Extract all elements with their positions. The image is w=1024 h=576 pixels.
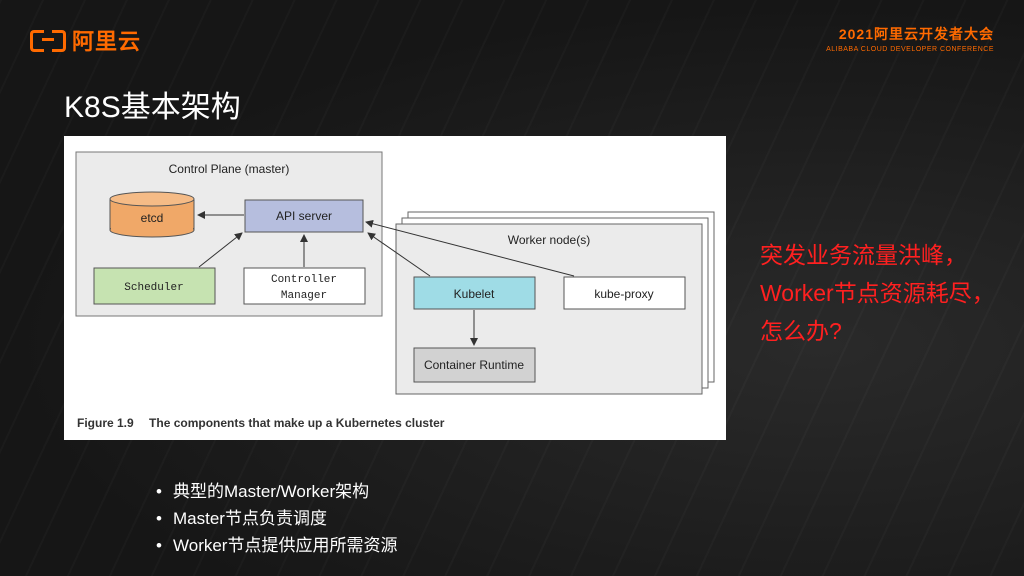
etcd-component: etcd	[109, 191, 195, 238]
slide-title: K8S基本架构	[64, 91, 241, 124]
container-runtime-label: Container Runtime	[424, 358, 524, 372]
figure-caption-text: The components that make up a Kubernetes…	[149, 416, 445, 430]
figure-caption: Figure 1.9 The components that make up a…	[77, 416, 444, 430]
kube-proxy-to-api-arrow	[365, 219, 575, 277]
bullet-list: 典型的Master/Worker架构 Master节点负责调度 Worker节点…	[156, 478, 397, 559]
kubelet-box	[413, 276, 536, 310]
controller-manager-label-line2: Manager	[281, 290, 327, 302]
alibaba-cloud-logo-icon	[30, 30, 66, 52]
k8s-architecture-diagram: Control Plane (master) etcd API server S…	[75, 151, 715, 395]
kube-proxy-label: kube-proxy	[594, 287, 653, 301]
container-runtime-box	[413, 347, 536, 383]
conference-branding: 2021阿里云开发者大会 ALIBABA CLOUD DEVELOPER CON…	[826, 24, 994, 53]
controller-manager-label-line1: Controller	[271, 274, 337, 286]
conference-title: 2021阿里云开发者大会	[838, 26, 994, 42]
callout-question: 突发业务流量洪峰，Worker节点资源耗尽，怎么办?	[760, 242, 995, 344]
bullet-item: Master节点负责调度	[156, 505, 397, 532]
kubelet-to-api-arrow	[367, 232, 431, 277]
control-plane-label: Control Plane (master)	[169, 162, 290, 176]
api-server-label: API server	[276, 209, 332, 223]
bullet-item: 典型的Master/Worker架构	[156, 478, 397, 505]
scheduler-label: Scheduler	[124, 282, 183, 294]
logo-text: 阿里云	[72, 29, 142, 54]
k8s-architecture-figure: Control Plane (master) etcd API server S…	[64, 136, 726, 440]
etcd-label: etcd	[141, 211, 164, 225]
scheduler-to-api-arrow	[198, 232, 243, 268]
conference-subtitle: ALIBABA CLOUD DEVELOPER CONFERENCE	[826, 46, 994, 53]
figure-number: Figure 1.9	[77, 416, 134, 430]
worker-nodes-label: Worker node(s)	[508, 233, 590, 247]
scheduler-box	[93, 267, 216, 305]
kubelet-label: Kubelet	[454, 287, 495, 301]
bullet-item: Worker节点提供应用所需资源	[156, 532, 397, 559]
controller-manager-box	[243, 267, 366, 305]
kube-proxy-box	[563, 276, 686, 310]
api-server-box	[244, 199, 364, 233]
alibaba-cloud-logo: 阿里云	[30, 24, 141, 56]
